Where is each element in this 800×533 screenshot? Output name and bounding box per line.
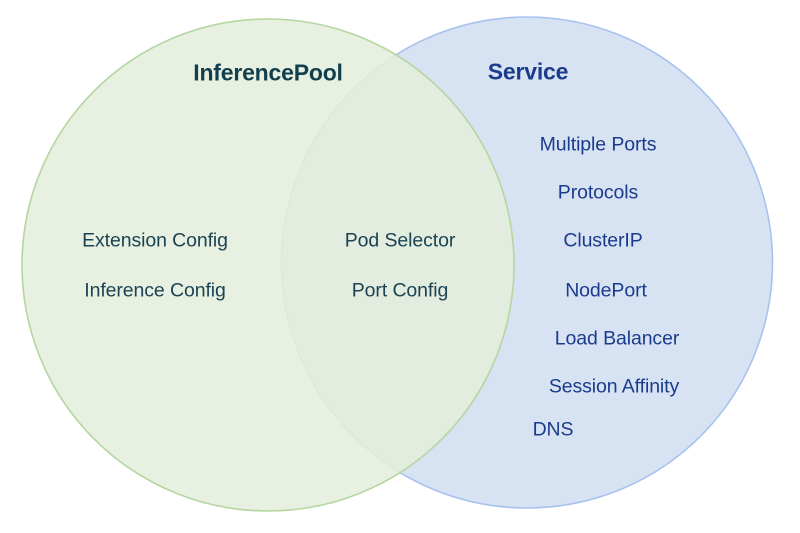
shared-item-pod-selector: Pod Selector bbox=[344, 229, 456, 252]
inferencepool-circle[interactable] bbox=[21, 18, 515, 512]
service-item-dns: DNS bbox=[532, 418, 574, 441]
inferencepool-item-inference-config: Inference Config bbox=[84, 279, 226, 302]
inferencepool-item-extension-config: Extension Config bbox=[82, 229, 228, 252]
shared-item-port-config: Port Config bbox=[351, 279, 449, 302]
service-item-nodeport: NodePort bbox=[565, 279, 647, 302]
service-item-clusterip: ClusterIP bbox=[563, 229, 643, 252]
inferencepool-title: InferencePool bbox=[193, 59, 343, 86]
service-item-load-balancer: Load Balancer bbox=[554, 327, 680, 350]
service-item-multiple-ports: Multiple Ports bbox=[539, 133, 657, 156]
service-title: Service bbox=[487, 58, 569, 85]
service-item-session-affinity: Session Affinity bbox=[548, 375, 680, 398]
service-item-protocols: Protocols bbox=[557, 181, 639, 204]
